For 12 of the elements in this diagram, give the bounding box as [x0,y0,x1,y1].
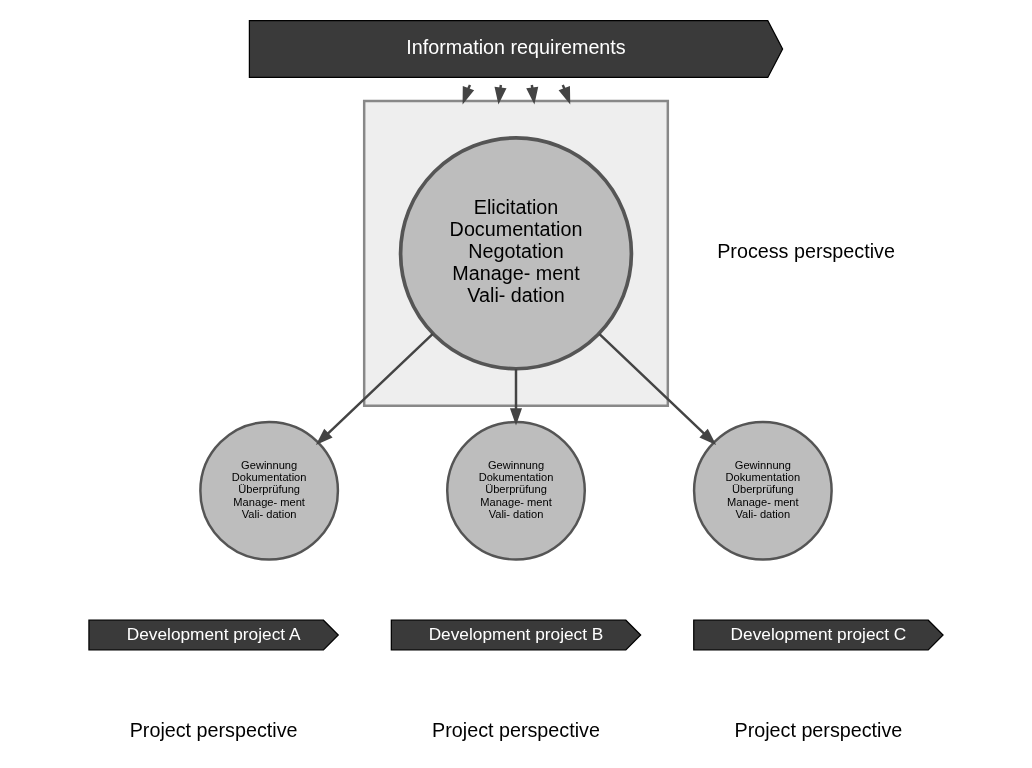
node-circle: Gewinnung Dokumentation Überprüfung Manage- ment Vali- dation [692,420,833,561]
node-circle: Elicitation Documentation Negotation Manage- ment Vali- dation [398,136,634,371]
arrow [315,332,434,446]
node-circle: Gewinnung Dokumentation Überprüfung Manage- ment Vali- dation [199,420,340,561]
label: Project perspective [432,719,600,742]
cluster [362,99,670,407]
arrow [598,332,717,446]
label: Process perspective [717,240,895,263]
label: Project perspective [734,719,903,742]
arrow [509,368,523,426]
label: Project perspective [129,719,298,742]
node-circle: Gewinnung Dokumentation Überprüfung Manage- ment Vali- dation [446,420,586,561]
